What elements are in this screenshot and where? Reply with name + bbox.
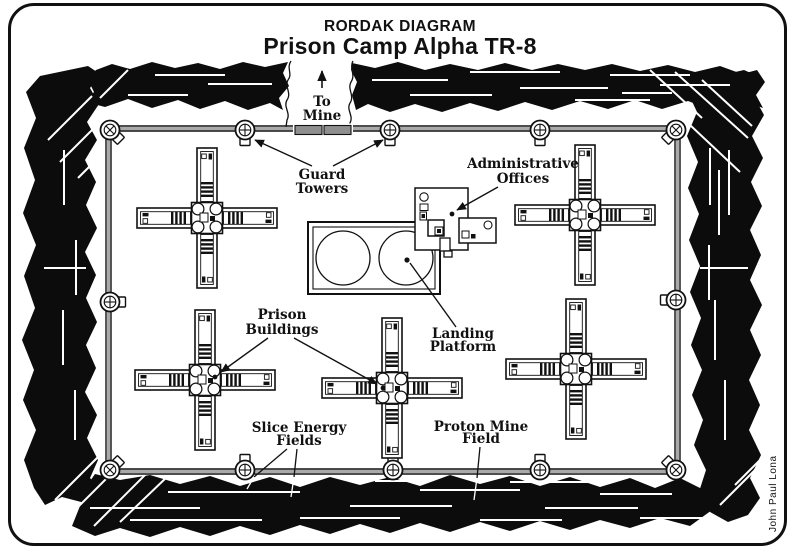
outer-frame [8,3,787,546]
admin-offices-leader [456,186,499,211]
guard-tower [234,453,256,481]
guard-tower [659,289,687,311]
proton-mine-leader [476,446,481,479]
prison-buildings-leader-left [220,337,269,373]
prison-buildings-label-line1: Prison [258,307,307,323]
mine-path-right-edge [348,60,354,129]
slice-energy-leader-left [253,448,288,478]
guard-towers-leader-right [332,139,384,167]
administrative-offices-building [414,187,497,258]
slice-energy-leader-right [293,448,298,478]
guard-tower [529,453,551,481]
landing-platform-label-line2: Platform [430,339,496,355]
rock-top-left-band [86,62,289,110]
rock-hatching [44,69,764,527]
guard-towers-leader-left [254,139,313,167]
admin-offices-dot [449,211,455,217]
guard-tower [379,119,401,147]
landing-platform-dot [404,257,410,263]
guard-tower [99,291,127,313]
slice-energy-label-line1: Slice Energy [252,420,348,436]
diagram-title: RORDAK DIAGRAM [324,18,476,35]
guard-tower [529,119,551,147]
slice-energy-label-line2: Fields [276,433,322,449]
camp-gate [293,123,353,137]
proton-mine-label-line2: Field [462,431,500,447]
proton-mine-leader-tip [473,477,478,501]
camp-title: Prison Camp Alpha TR-8 [263,33,536,59]
admin-offices-label-line2: Offices [497,171,550,187]
callouts: Guard Towers Administrative Offices Pris… [212,139,579,501]
mine-path: To Mine [285,60,354,129]
guard-tower [657,115,691,149]
to-mine-label-line1: To [313,94,331,110]
landing-platform-label-line1: Landing [432,326,494,342]
prison-buildings [135,145,655,458]
to-mine-label-line2: Mine [303,108,341,124]
slice-energy-leader-left-tip [246,476,255,490]
prison-buildings-label-line2: Buildings [246,322,319,338]
landing-platform-leader [409,262,457,328]
rock-terrain [22,62,765,537]
slice-energy-leader-right-tip [290,476,295,498]
landing-pad [315,230,371,286]
artist-signature: John Paul Lona [768,455,779,532]
proton-mine-label-line1: Proton Mine [434,419,529,435]
guard-towers-label-line1: Guard [299,167,346,183]
guard-towers-label-line2: Towers [296,181,349,197]
mine-path-left-edge [285,60,292,128]
prison-buildings-dot [212,374,218,380]
prison-buildings-leader-right [293,337,378,385]
prison-building [137,148,277,288]
rock-right-band [687,70,764,522]
rock-left-band [22,66,102,505]
guard-tower [657,451,691,485]
guard-tower [234,119,256,147]
prison-building [506,299,646,439]
prison-buildings-dot [380,385,386,391]
admin-offices-label-line1: Administrative [466,156,579,172]
